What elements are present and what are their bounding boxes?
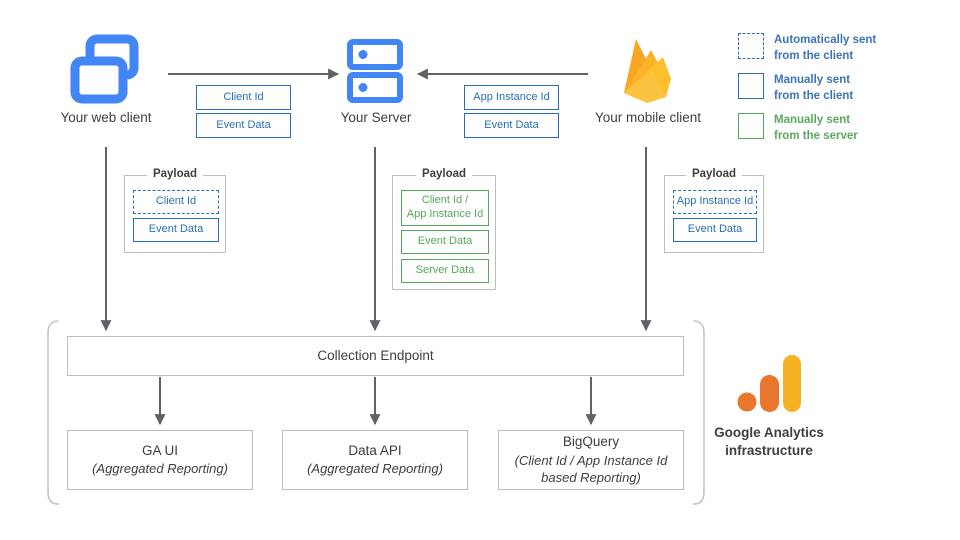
node-server [345, 38, 407, 108]
legend: Automatically sent from the client Manua… [738, 33, 953, 143]
windows-icon [70, 34, 139, 104]
payload-group-mobile-client: Payload App Instance Id Event Data [664, 168, 764, 253]
legend-item-manual-server: Manually sent from the server [738, 113, 858, 144]
payload-title: Payload [685, 168, 743, 180]
output-title: Data API [348, 443, 402, 459]
payload-item-server-data: Server Data [401, 259, 489, 283]
transit-chip-app-instance-id: App Instance Id [464, 85, 559, 110]
payload-item-app-instance-id: App Instance Id [673, 190, 757, 214]
payload-title: Payload [415, 168, 473, 180]
ga-caption-line-1: Google Analytics [714, 425, 824, 440]
payload-item-event-data: Event Data [401, 230, 489, 254]
legend-swatch-solid-green [738, 113, 764, 139]
output-box-data-api[interactable]: Data API (Aggregated Reporting) [282, 430, 468, 490]
legend-swatch-dashed-blue [738, 33, 764, 59]
node-mobile-client-label: Your mobile client [594, 110, 702, 125]
payload-group-server: Payload Client Id / App Instance Id Even… [392, 168, 496, 290]
legend-line-2: from the server [774, 129, 858, 142]
collection-endpoint-label: Collection Endpoint [317, 347, 434, 363]
node-server-label: Your Server [340, 110, 412, 125]
node-web-client-label: Your web client [60, 110, 152, 125]
payload-item-client-id: Client Id [133, 190, 219, 214]
output-box-bigquery[interactable]: BigQuery (Client Id / App Instance Id ba… [498, 430, 684, 490]
output-title: BigQuery [562, 434, 620, 450]
collection-endpoint-box[interactable]: Collection Endpoint [67, 336, 684, 376]
output-box-ga-ui[interactable]: GA UI (Aggregated Reporting) [67, 430, 253, 490]
legend-item-manual-client: Manually sent from the client [738, 73, 853, 104]
ga-caption-line-2: infrastructure [725, 442, 813, 458]
legend-line-1: Automatically sent [774, 34, 877, 46]
legend-line-2: from the client [774, 49, 854, 62]
legend-line-1: Manually sent [774, 74, 851, 86]
legend-line-2: from the client [774, 89, 854, 102]
node-web-client [62, 33, 152, 113]
node-mobile-client [613, 33, 683, 113]
legend-swatch-solid-blue [738, 73, 764, 99]
transit-chip-event-data: Event Data [196, 113, 291, 138]
output-subtitle: (Client Id / App Instance Id based Repor… [514, 452, 668, 486]
legend-label: Manually sent from the client [774, 73, 853, 104]
infrastructure-bracket-right [693, 320, 705, 505]
google-analytics-logo [737, 355, 801, 413]
infrastructure-bracket-left [47, 320, 59, 505]
legend-label: Automatically sent from the client [774, 33, 876, 64]
payload-group-web-client: Payload Client Id Event Data [124, 168, 226, 253]
firebase-icon [624, 39, 671, 103]
google-analytics-caption: Google Analytics infrastructure [690, 424, 848, 459]
legend-label: Manually sent from the server [774, 113, 858, 144]
google-analytics-icon [737, 355, 801, 412]
payload-title: Payload [146, 168, 204, 180]
payload-item-client-id-app-instance-id: Client Id / App Instance Id [401, 190, 489, 226]
output-subtitle: (Aggregated Reporting) [307, 461, 443, 477]
payload-item-event-data: Event Data [133, 218, 219, 242]
output-title: GA UI [141, 443, 178, 459]
transit-chip-client-id: Client Id [196, 85, 291, 110]
output-subtitle: (Aggregated Reporting) [92, 461, 228, 477]
server-icon [347, 39, 403, 103]
legend-line-1: Manually sent [774, 114, 851, 126]
transit-chip-event-data-mobile: Event Data [464, 113, 559, 138]
payload-item-event-data: Event Data [673, 218, 757, 242]
legend-item-auto-client: Automatically sent from the client [738, 33, 876, 64]
